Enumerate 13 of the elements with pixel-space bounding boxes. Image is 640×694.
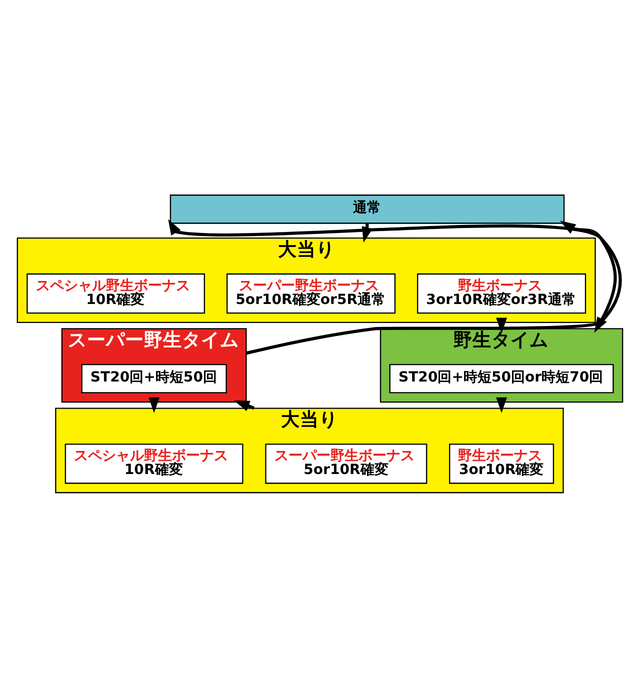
node-box: ST20回+時短50回or時短70回 <box>389 364 614 394</box>
arrow <box>496 397 508 414</box>
node-box: スペシャル野生ボーナス 10R確変 <box>64 444 244 484</box>
node-box: スーパー野生ボーナス 5or10R確変 <box>265 444 428 484</box>
node-box: ST20回+時短50回 <box>81 364 227 394</box>
node-box: 野生ボーナス 3or10R確変or3R通常 <box>417 273 586 314</box>
arrow <box>168 219 622 355</box>
node-box: スペシャル野生ボーナス 10R確変 <box>26 273 206 314</box>
node-box: 通常 <box>170 194 565 224</box>
arrow <box>496 318 508 334</box>
node-box: 野生ボーナス 3or10R確変 <box>449 444 554 484</box>
arrow <box>148 397 160 414</box>
node-box: スーパー野生ボーナス 5or10R確変or5R通常 <box>226 273 396 314</box>
